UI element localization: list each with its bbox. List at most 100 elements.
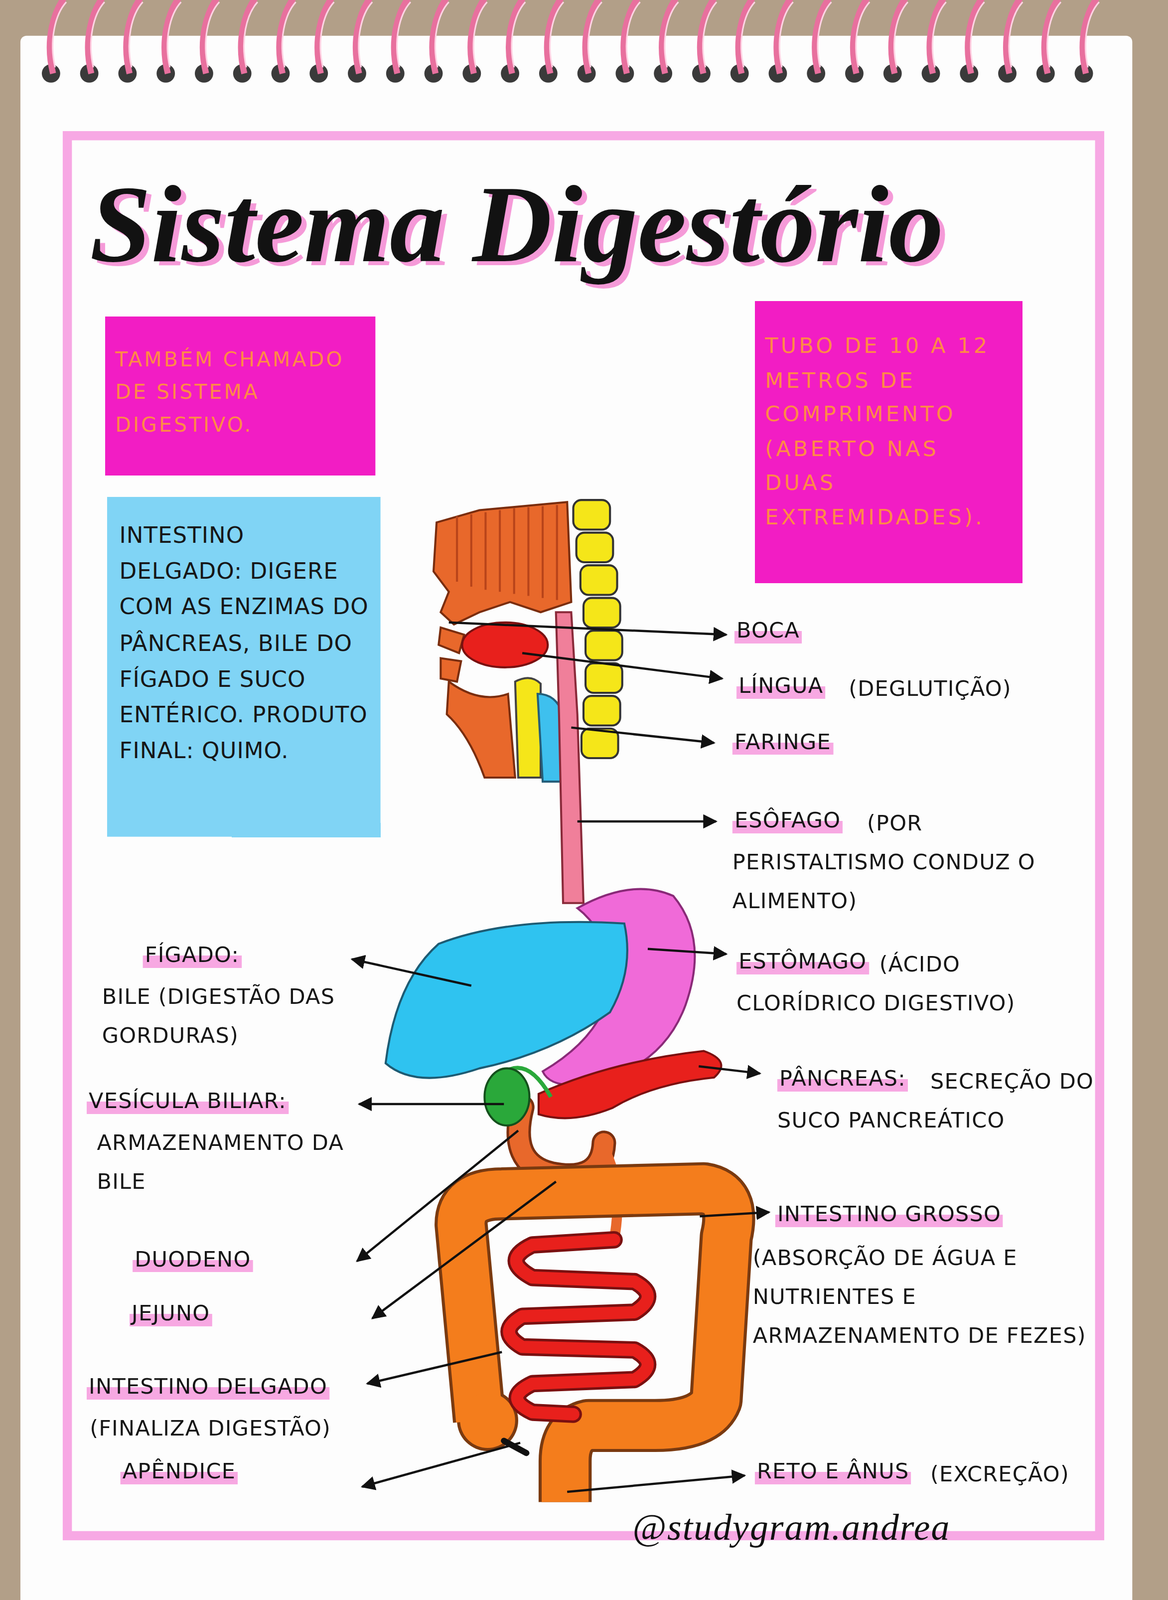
organ-name: VESÍCULA BILIAR: xyxy=(86,1084,289,1118)
binding-shine xyxy=(550,1,564,68)
binding-shine xyxy=(129,1,143,68)
binding-wire xyxy=(547,0,565,74)
stripe xyxy=(484,512,487,590)
note-box-pink: TAMBÉM CHAMADO DE SISTEMA DIGESTIVO. xyxy=(105,316,376,476)
binding-shine xyxy=(397,1,411,68)
organ-note: (DEGLUTIÇÃO) xyxy=(848,669,1012,709)
gallbladder xyxy=(484,1067,530,1126)
binding-wire xyxy=(585,0,603,74)
note-text: TAMBÉM CHAMADO DE SISTEMA DIGESTIVO. xyxy=(115,342,366,441)
large-intestine xyxy=(460,1188,729,1502)
vertebra xyxy=(583,597,621,628)
spiral-ring xyxy=(883,0,909,83)
binding-shine xyxy=(435,1,449,68)
binding-shine xyxy=(511,1,526,68)
binding-shine xyxy=(358,1,373,68)
note-box-pink: TUBO DE 10 A 12 METROS DE COMPRIMENTO (A… xyxy=(754,300,1022,583)
spiral-ring xyxy=(80,0,106,83)
vertebra xyxy=(580,565,618,595)
jaw xyxy=(446,681,516,778)
spiral-ring xyxy=(806,0,833,83)
leader-arrow xyxy=(351,958,472,986)
pancreas xyxy=(538,1050,722,1119)
organ-note: (POR PERISTALTISMO CONDUZ O ALIMENTO) xyxy=(732,803,1075,920)
binding-shine xyxy=(205,1,220,68)
binding-wire xyxy=(776,0,795,74)
leader-arrow xyxy=(372,1181,556,1318)
binding-wire xyxy=(317,0,335,74)
lower-lip xyxy=(440,657,461,682)
spiral-ring xyxy=(41,0,68,83)
binding-shine xyxy=(244,1,258,68)
spiral-ring xyxy=(615,0,641,83)
spiral-ring xyxy=(768,0,795,83)
large-intestine-outline xyxy=(460,1188,729,1502)
stripe xyxy=(455,516,458,582)
binding-wire xyxy=(661,0,680,74)
vertebra xyxy=(576,532,614,563)
binding-wire xyxy=(470,0,488,74)
stripe xyxy=(556,504,559,600)
organ-note: (FINALIZA DIGESTÃO) xyxy=(89,1408,331,1448)
vertebra xyxy=(573,499,611,530)
binding-shine xyxy=(741,1,755,68)
binding-shine xyxy=(894,1,908,68)
binding-shine xyxy=(90,1,105,68)
leader-arrow xyxy=(448,622,727,635)
leader-lines xyxy=(351,622,769,1492)
note-text: INTESTINO DELGADO: DIGERE COM AS ENZIMAS… xyxy=(119,517,373,769)
binding-shine xyxy=(817,1,832,68)
spiral-ring xyxy=(653,0,680,83)
binding-wire xyxy=(929,0,948,74)
binding-shine xyxy=(1047,1,1061,68)
spiral-ring xyxy=(845,0,871,83)
binding-wire xyxy=(1006,0,1024,74)
binding-wire xyxy=(967,0,986,74)
nasal-cavity xyxy=(433,501,572,625)
binding-shine xyxy=(970,1,985,68)
small-intestine xyxy=(509,1239,648,1414)
stripe xyxy=(527,506,530,596)
binding-wire xyxy=(394,0,412,74)
spiral-ring xyxy=(194,0,221,83)
spiral-ring xyxy=(156,0,182,83)
spiral-ring xyxy=(500,0,527,83)
organ-name: BOCA xyxy=(734,613,802,647)
organ-name: LÍNGUA xyxy=(736,669,826,703)
note-box-blue: INTESTINO DELGADO: DIGERE COM AS ENZIMAS… xyxy=(107,496,381,837)
stripe xyxy=(470,514,473,587)
organ-name: PÂNCREAS: xyxy=(777,1061,908,1095)
notebook-page xyxy=(20,35,1133,1600)
organ-name: ESÔFAGO xyxy=(732,803,844,837)
binding-wire xyxy=(1044,0,1062,74)
organ-name: JEJUNO xyxy=(129,1296,213,1330)
binding-wire xyxy=(432,0,450,74)
tongue xyxy=(461,622,548,668)
esophagus xyxy=(556,611,584,903)
binding-wire xyxy=(891,0,909,74)
binding-shine xyxy=(1085,1,1099,68)
spiral-ring xyxy=(309,0,335,83)
organ-name: FARINGE xyxy=(732,725,834,759)
organ-note: (ABSORÇÃO DE ÁGUA E NUTRIENTES E ARMAZEN… xyxy=(752,1238,1100,1355)
leader-arrow xyxy=(522,652,723,679)
leader-arrow xyxy=(362,1442,521,1487)
binding-wire xyxy=(508,0,527,74)
binding-wire xyxy=(88,0,106,74)
spiral-ring xyxy=(1074,0,1101,83)
organ-name: FÍGADO: xyxy=(143,938,242,972)
digestive-illustration xyxy=(385,499,730,1502)
organ-note: (ÁCIDO CLORÍDRICO DIGESTIVO) xyxy=(736,944,1089,1023)
spiral-ring xyxy=(347,0,374,83)
binding-wire xyxy=(814,0,833,74)
spiral-ring xyxy=(730,0,756,83)
stripe xyxy=(513,507,516,594)
binding-wire xyxy=(355,0,374,74)
binding-shine xyxy=(779,1,793,68)
organ-note: (EXCREÇÃO) xyxy=(930,1454,1070,1494)
binding-wire xyxy=(241,0,259,74)
vertebra xyxy=(585,663,623,693)
spiral-ring xyxy=(692,0,718,83)
leader-arrow xyxy=(367,1351,502,1383)
